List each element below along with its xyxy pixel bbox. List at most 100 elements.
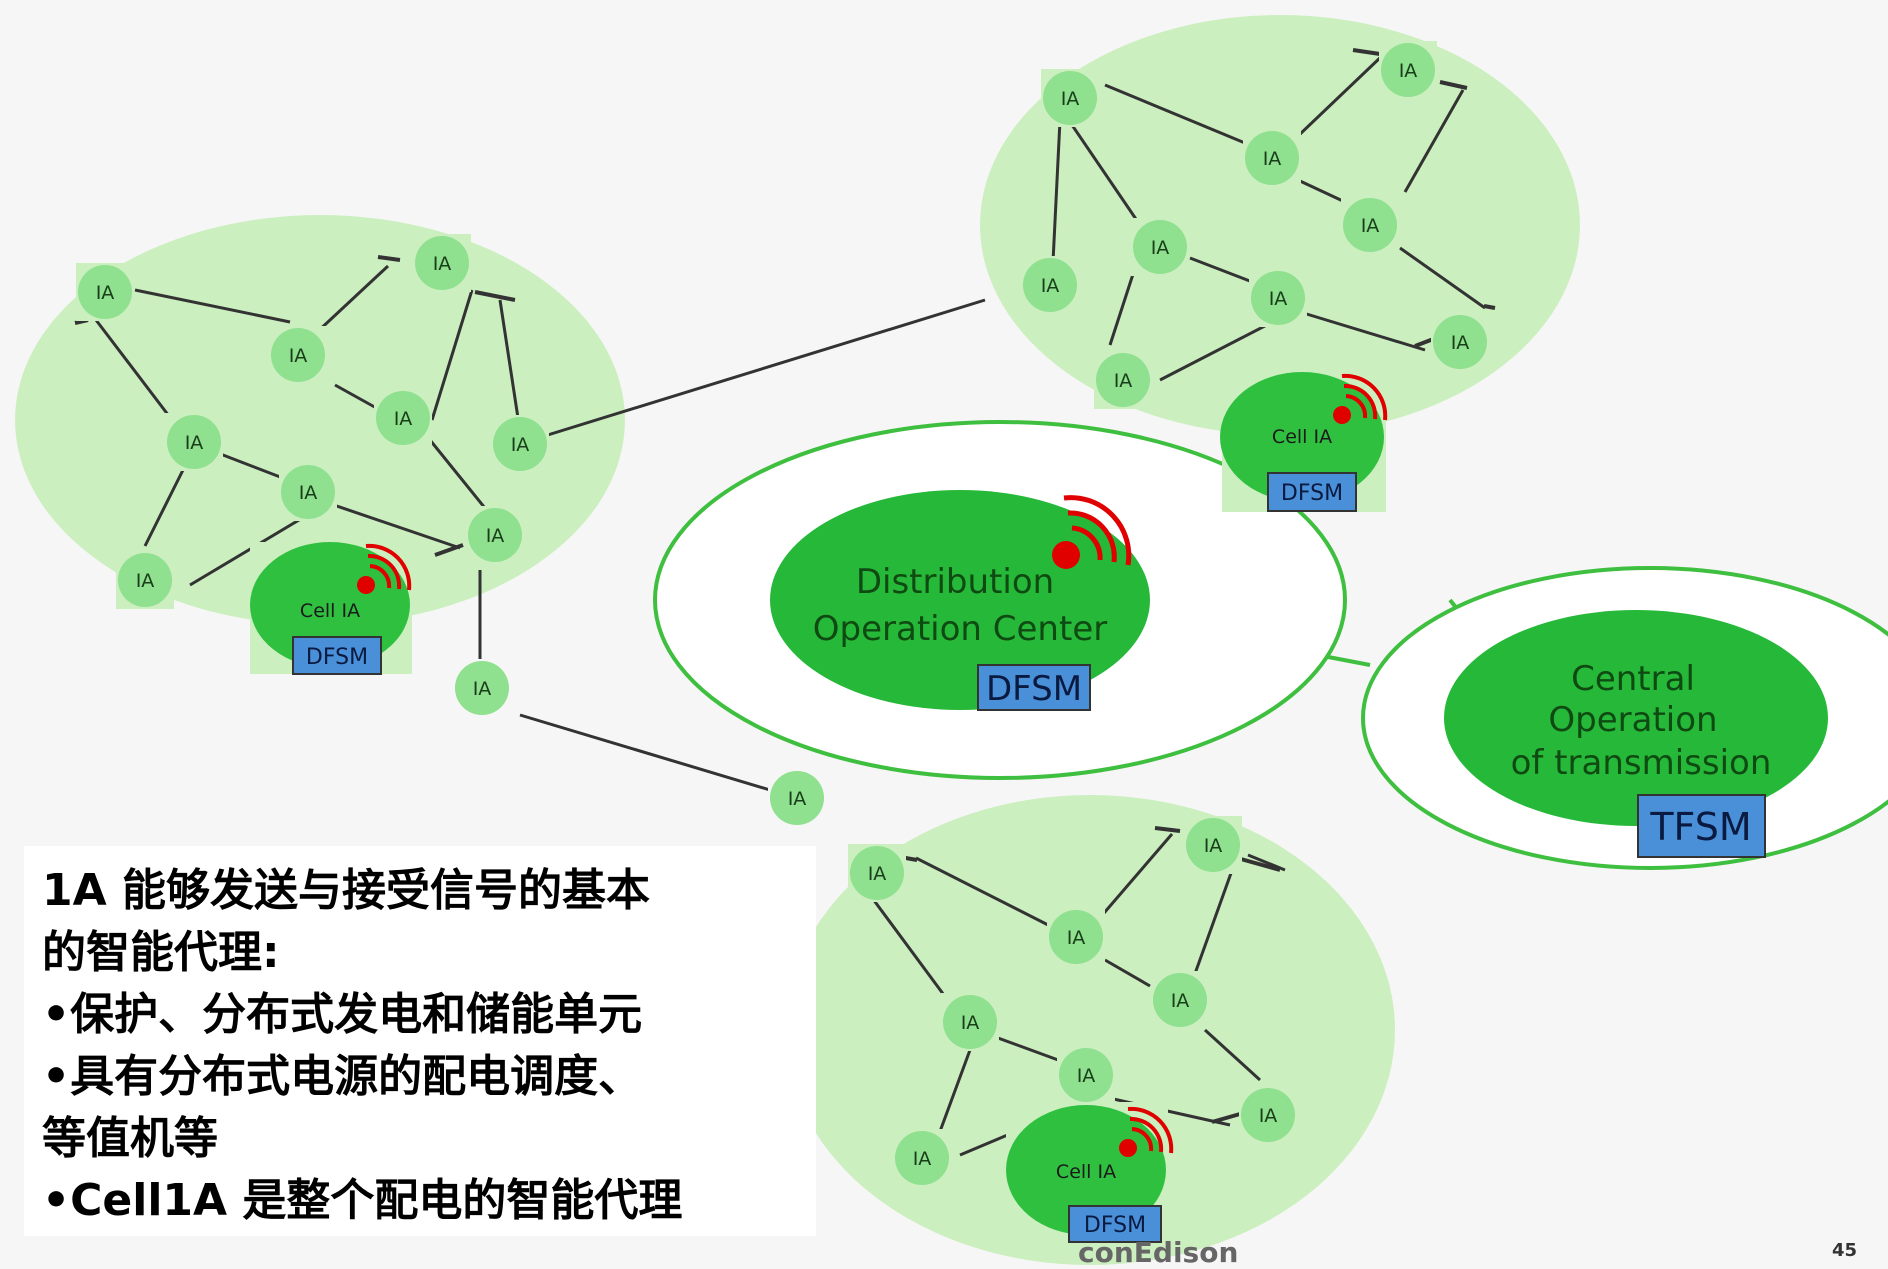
ia-node: IA xyxy=(1379,41,1437,99)
ia-node: IA xyxy=(1094,351,1152,409)
ia-node: IA xyxy=(768,769,826,827)
cell-ia-top-right-badge-label: DFSM xyxy=(1281,481,1343,506)
page-number: 45 xyxy=(1832,1240,1858,1261)
cell-ia-left: Cell IA DFSM xyxy=(250,542,412,675)
svg-text:IA: IA xyxy=(473,678,492,700)
ia-node: IA xyxy=(1431,313,1489,371)
ia-nodes-bottom: IA IA IA IA IA IA IA IA xyxy=(848,816,1297,1187)
cluster-top-right-background xyxy=(980,15,1580,435)
legend-line-4: •具有分布式电源的配电调度、 xyxy=(42,1051,643,1102)
svg-text:IA: IA xyxy=(1269,288,1288,310)
ia-node: IA xyxy=(76,263,134,321)
svg-text:IA: IA xyxy=(433,253,452,275)
svg-text:IA: IA xyxy=(486,525,505,547)
cell-ia-left-signal-icon xyxy=(357,543,412,594)
doc-title-line2: Operation Center xyxy=(813,609,1107,649)
svg-text:IA: IA xyxy=(961,1012,980,1034)
legend-line-6: •Cell1A 是整个配电的智能代理 xyxy=(42,1175,683,1226)
central-title-line2: Operation xyxy=(1548,700,1717,740)
cell-ia-bottom-badge xyxy=(1068,1205,1162,1243)
central-tfsm-badge-label: TFSM xyxy=(1649,805,1751,849)
cell-ia-top-right-label: Cell IA xyxy=(1272,426,1332,448)
svg-text:IA: IA xyxy=(1151,237,1170,259)
ia-node: IA xyxy=(941,993,999,1051)
svg-text:IA: IA xyxy=(1361,215,1380,237)
central-tfsm-badge xyxy=(1637,794,1766,858)
ia-node: IA xyxy=(1047,908,1105,966)
ia-node: IA xyxy=(165,413,223,471)
doc-dfsm-badge-label: DFSM xyxy=(986,669,1082,709)
cell-ia-bottom-body xyxy=(1006,1105,1166,1235)
svg-text:IA: IA xyxy=(1114,370,1133,392)
ia-node: IA xyxy=(1151,971,1209,1029)
legend-line-1: 1A 能够发送与接受信号的基本 xyxy=(42,865,650,916)
cell-ia-top-right-signal-icon xyxy=(1333,373,1388,424)
ia-node: IA xyxy=(1243,129,1301,187)
svg-text:IA: IA xyxy=(299,482,318,504)
ia-node: IA xyxy=(279,463,337,521)
svg-text:IA: IA xyxy=(868,863,887,885)
svg-text:IA: IA xyxy=(1061,88,1080,110)
cell-ia-top-right-body xyxy=(1220,372,1384,502)
cell-ia-left-badge-label: DFSM xyxy=(306,645,368,670)
cluster-top-right-links xyxy=(1051,53,1486,382)
ia-node: IA xyxy=(1341,196,1399,254)
doc-dfsm-badge xyxy=(977,664,1091,711)
legend-line-5: 等值机等 xyxy=(42,1113,218,1164)
cell-ia-bottom-label: Cell IA xyxy=(1056,1161,1116,1183)
central-title-line3: of transmission xyxy=(1511,743,1772,783)
legend-line-2: 的智能代理: xyxy=(42,927,280,978)
cell-ia-bottom-badge-label: DFSM xyxy=(1084,1213,1146,1238)
cell-ia-top-right: Cell IA DFSM xyxy=(1220,370,1388,512)
doc-signal-icon xyxy=(1052,495,1132,569)
svg-text:IA: IA xyxy=(788,788,807,810)
svg-text:IA: IA xyxy=(1077,1065,1096,1087)
doc-core xyxy=(770,490,1150,710)
ia-node: IA xyxy=(1249,269,1307,327)
ia-node: IA xyxy=(1184,816,1242,874)
ia-nodes-top-right: IA IA IA IA IA IA IA IA IA xyxy=(1021,41,1489,409)
ia-node: IA xyxy=(116,551,174,609)
ia-node: IA xyxy=(848,844,906,902)
svg-text:IA: IA xyxy=(96,282,115,304)
svg-text:IA: IA xyxy=(1399,60,1418,82)
ia-node: IA xyxy=(1057,1046,1115,1104)
conedison-logo: conEdison xyxy=(1078,1236,1239,1269)
central-core xyxy=(1444,610,1828,826)
svg-text:IA: IA xyxy=(1451,332,1470,354)
ia-node: IA xyxy=(1041,69,1099,127)
svg-text:IA: IA xyxy=(1067,927,1086,949)
cell-ia-left-label: Cell IA xyxy=(300,600,360,622)
svg-text:IA: IA xyxy=(1259,1105,1278,1127)
ia-node: IA xyxy=(1021,256,1079,314)
ia-node: IA xyxy=(413,234,471,292)
svg-text:IA: IA xyxy=(913,1148,932,1170)
cell-ia-bottom: Cell IA DFSM xyxy=(1006,1102,1174,1243)
distribution-operation-center: Distribution Operation Center DFSM xyxy=(653,420,1347,780)
ia-node: IA xyxy=(1131,218,1189,276)
svg-text:IA: IA xyxy=(185,432,204,454)
ia-node: IA xyxy=(453,659,511,717)
svg-text:IA: IA xyxy=(1041,275,1060,297)
central-operation-transmission: Central Operation of transmission TFSM xyxy=(1361,566,1888,870)
ia-node: IA xyxy=(893,1129,951,1187)
legend-line-3: •保护、分布式发电和储能单元 xyxy=(42,989,643,1040)
svg-text:IA: IA xyxy=(1204,835,1223,857)
ia-node: IA xyxy=(374,389,432,447)
svg-text:IA: IA xyxy=(136,570,155,592)
svg-text:IA: IA xyxy=(511,434,530,456)
doc-title-line1: Distribution xyxy=(856,562,1054,602)
svg-text:IA: IA xyxy=(289,345,308,367)
legend-box: 1A 能够发送与接受信号的基本 的智能代理: •保护、分布式发电和储能单元 •具… xyxy=(24,846,816,1236)
ia-node: IA xyxy=(269,326,327,384)
ia-node: IA xyxy=(466,506,524,564)
cell-ia-top-right-badge xyxy=(1267,472,1357,512)
ia-node: IA xyxy=(1239,1086,1297,1144)
svg-text:IA: IA xyxy=(1263,148,1282,170)
central-title-line1: Central xyxy=(1571,659,1695,699)
cell-ia-left-badge xyxy=(292,636,382,675)
svg-text:IA: IA xyxy=(394,408,413,430)
svg-text:IA: IA xyxy=(1171,990,1190,1012)
ia-node: IA xyxy=(491,415,549,473)
